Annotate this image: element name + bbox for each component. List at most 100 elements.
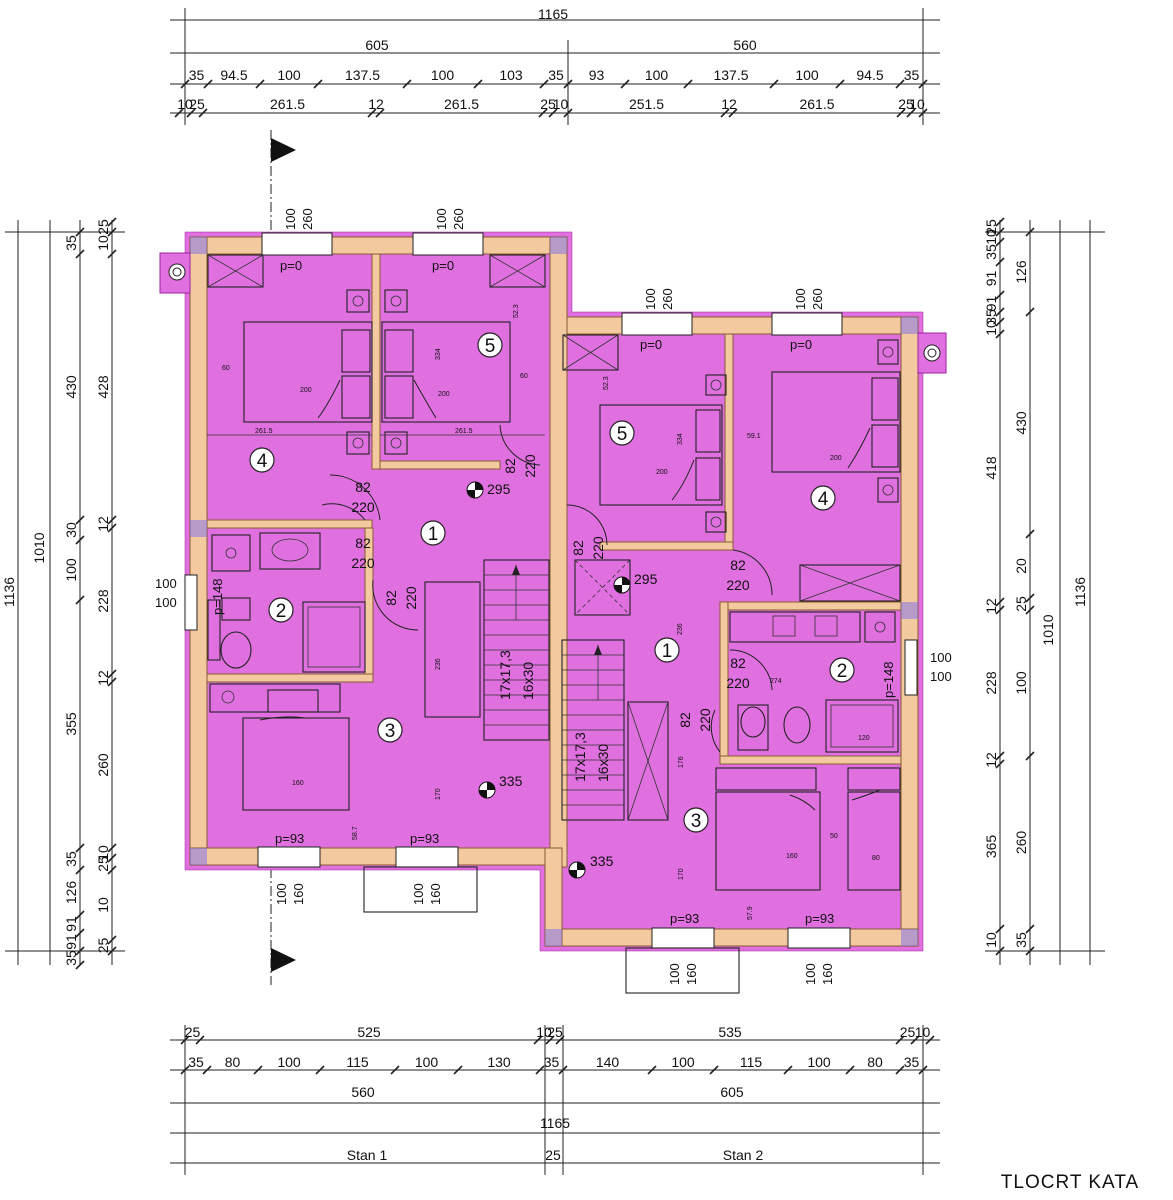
win-label-h: 260: [660, 288, 675, 310]
side-parapet-label: p=148: [210, 578, 225, 615]
bottom-chain-2-label: 100: [671, 1054, 695, 1070]
top-left-span: 605: [365, 37, 389, 53]
bottom-overall: 1165: [540, 1115, 570, 1131]
top-chain-3-label: 94.5: [220, 67, 247, 83]
top-chain-3-label: 35: [189, 67, 205, 83]
win-label-h: 160: [820, 963, 835, 985]
bottom-chain-2-label: 140: [596, 1054, 620, 1070]
drawing-title: TLOCRT KATA: [1001, 1172, 1139, 1193]
win-label-h: 160: [291, 883, 306, 905]
svg-text:1: 1: [428, 524, 439, 545]
dim-label: 274: [770, 678, 782, 685]
right-chain-3-label: 10: [983, 229, 999, 245]
top-chain-4-label: 10: [177, 96, 193, 112]
door-height: 220: [590, 536, 606, 560]
side-win-w: 100: [155, 576, 177, 591]
bottom-chain-1-label: 25: [547, 1024, 563, 1040]
parapet-label: p=93: [275, 831, 304, 846]
top-chain-3-label: 103: [499, 67, 523, 83]
top-chain-3-label: 137.5: [713, 67, 748, 83]
top-chain-3-label: 100: [645, 67, 669, 83]
dim-label: 160: [292, 780, 304, 787]
top-chain-3-label: 100: [277, 67, 301, 83]
right-inner: 1010: [1040, 614, 1056, 645]
dim-label: 200: [830, 455, 842, 462]
section-arrow-bottom-icon: [271, 948, 296, 972]
bed: [243, 321, 373, 423]
left-chain-4-label: 228: [95, 589, 111, 613]
bed: [771, 371, 901, 473]
dim-label: 236: [677, 623, 684, 635]
svg-text:2: 2: [276, 601, 287, 622]
top-chain-4-label: 12: [368, 96, 384, 112]
dim-label: 50: [830, 833, 838, 840]
room-tag: 2: [829, 657, 855, 683]
dim-label: 120: [858, 735, 870, 742]
room-tag: 4: [249, 447, 275, 473]
unit-label-stan-2: Stan 2: [723, 1147, 764, 1163]
bottom-chain-2-label: 80: [867, 1054, 883, 1070]
dim-label: 57.9: [747, 906, 754, 920]
dim-label: 200: [656, 469, 668, 476]
level-marker-icon: [466, 481, 484, 499]
top-chain-4-label: 10: [909, 96, 925, 112]
door-width: 82: [677, 712, 693, 728]
stair-tread: 16x30: [595, 744, 611, 782]
parapet-label: p=93: [805, 911, 834, 926]
left-chain-3-label: 35: [63, 851, 79, 867]
room-tag: 3: [377, 717, 403, 743]
svg-text:1: 1: [662, 641, 673, 662]
svg-text:5: 5: [485, 336, 496, 357]
svg-text:5: 5: [617, 424, 628, 445]
right-chain-3-label: 91: [983, 271, 999, 287]
top-chain-3-label: 94.5: [856, 67, 883, 83]
right-chain-3-label: 35: [983, 309, 999, 325]
left-inner: 1010: [31, 532, 47, 563]
windows: [184, 232, 918, 994]
right-chain-3-label: 418: [983, 456, 999, 480]
stair-steps: 17x17,3: [497, 650, 513, 700]
bottom-chain-2-label: 115: [346, 1054, 369, 1070]
parapet-label: p=0: [790, 337, 812, 352]
right-chain-3-label: 10: [983, 320, 999, 336]
bottom-chain-2-label: 115: [740, 1054, 763, 1070]
top-chain-3-label: 137.5: [345, 67, 380, 83]
dim-label: 60: [520, 373, 528, 380]
top-chain-4-label: 251.5: [629, 96, 664, 112]
stair-tread: 16x30: [520, 662, 536, 700]
left-chain-4-label: 10: [95, 897, 111, 913]
right-chain-4-label: 430: [1013, 411, 1029, 435]
top-overall: 1165: [538, 6, 568, 22]
side-win-w: 100: [930, 650, 952, 665]
svg-text:2: 2: [837, 661, 848, 682]
door-height: 220: [697, 708, 713, 732]
win-label-w: 100: [274, 883, 289, 905]
right-chain-3-label: 91: [983, 296, 999, 312]
win-label-w: 100: [411, 883, 426, 905]
left-chain-3-label: 30: [63, 522, 79, 538]
top-chain-4-label: 25: [189, 96, 205, 112]
top-chain-4-label: 25: [540, 96, 556, 112]
right-chain-4-label: 25: [1013, 596, 1029, 612]
dim-label: 80: [872, 855, 880, 862]
bottom-chain-2-label: 35: [544, 1054, 560, 1070]
top-chain-4-label: 261.5: [799, 96, 834, 112]
win-label-h: 160: [684, 963, 699, 985]
svg-text:4: 4: [818, 489, 829, 510]
right-chain-3-label: 10: [983, 932, 999, 948]
side-win-h: 100: [930, 669, 952, 684]
right-chain-3-label: 12: [983, 598, 999, 614]
right-overall: 1136: [1072, 577, 1088, 607]
dim-label: 52.3: [603, 376, 610, 390]
left-chain-3-label: 430: [63, 375, 79, 399]
side-parapet-label: p=148: [881, 661, 896, 698]
top-chain-4-label: 25: [898, 96, 914, 112]
level-marker-icon: [568, 861, 586, 879]
level-markers: 295 295 335 335: [466, 481, 658, 879]
left-chain-3-label: 100: [63, 558, 79, 582]
right-chain-3-label: 365: [983, 835, 999, 859]
door-width: 82: [570, 540, 586, 556]
bottom-chain-1-label: 525: [357, 1024, 381, 1040]
